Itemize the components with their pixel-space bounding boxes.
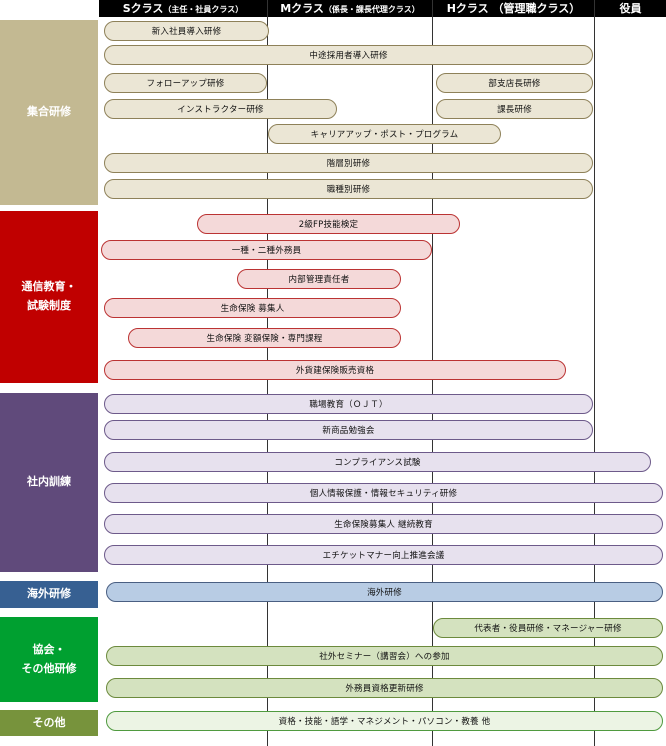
category-label: 海外研修 xyxy=(0,581,98,608)
category-label: その他 xyxy=(0,710,98,736)
program-bar: 生命保険 変額保険・専門課程 xyxy=(128,328,401,348)
program-bar: 新商品勉強会 xyxy=(104,420,593,440)
header-h-class: Hクラス （管理職クラス） xyxy=(433,0,594,17)
header-h-class-label: Hクラス xyxy=(446,2,489,15)
header-m-class-sub: （係長・課長代理クラス） xyxy=(323,5,420,14)
header-exec: 役員 xyxy=(595,0,666,17)
program-bar: コンプライアンス試験 xyxy=(104,452,651,472)
program-bar: 内部管理責任者 xyxy=(237,269,401,289)
header-m-class: Mクラス（係長・課長代理クラス） xyxy=(268,0,432,17)
program-bar: 個人情報保護・情報セキュリティ研修 xyxy=(104,483,663,503)
program-bar: 新入社員導入研修 xyxy=(104,21,269,41)
header-exec-label: 役員 xyxy=(619,2,642,15)
column-divider xyxy=(594,0,595,746)
header-s-class-sub: （主任・社員クラス） xyxy=(163,5,244,14)
program-bar: 職種別研修 xyxy=(104,179,593,199)
program-bar: 社外セミナー（講習会）への参加 xyxy=(106,646,663,666)
program-bar: エチケットマナー向上推進会議 xyxy=(104,545,663,565)
program-bar: 外務員資格更新研修 xyxy=(106,678,663,698)
header-h-class-sub: （管理職クラス） xyxy=(492,2,581,15)
program-bar: 部支店長研修 xyxy=(436,73,593,93)
program-bar: 海外研修 xyxy=(106,582,663,602)
program-bar: 一種・二種外務員 xyxy=(101,240,432,260)
program-bar: 中途採用者導入研修 xyxy=(104,45,593,65)
category-label: 集合研修 xyxy=(0,20,98,205)
program-bar: 生命保険 募集人 xyxy=(104,298,401,318)
category-label: 通信教育・ 試験制度 xyxy=(0,211,98,383)
header-s-class: Sクラス（主任・社員クラス） xyxy=(99,0,267,17)
category-label: 社内訓練 xyxy=(0,393,98,572)
category-label: 協会・ その他研修 xyxy=(0,617,98,702)
program-bar: キャリアアップ・ポスト・プログラム xyxy=(268,124,501,144)
header-m-class-label: Mクラス xyxy=(280,2,324,15)
program-bar: 資格・技能・語学・マネジメント・パソコン・教養 他 xyxy=(106,711,663,731)
program-bar: 課長研修 xyxy=(436,99,593,119)
program-bar: 階層別研修 xyxy=(104,153,593,173)
program-bar: フォローアップ研修 xyxy=(104,73,267,93)
program-bar: 代表者・役員研修・マネージャー研修 xyxy=(433,618,663,638)
program-bar: 外貨建保険販売資格 xyxy=(104,360,566,380)
program-bar: 職場教育（ＯＪＴ） xyxy=(104,394,593,414)
header-s-class-label: Sクラス xyxy=(122,2,164,15)
program-bar: インストラクター研修 xyxy=(104,99,337,119)
program-bar: 生命保険募集人 継続教育 xyxy=(104,514,663,534)
program-bar: 2級FP技能検定 xyxy=(197,214,460,234)
